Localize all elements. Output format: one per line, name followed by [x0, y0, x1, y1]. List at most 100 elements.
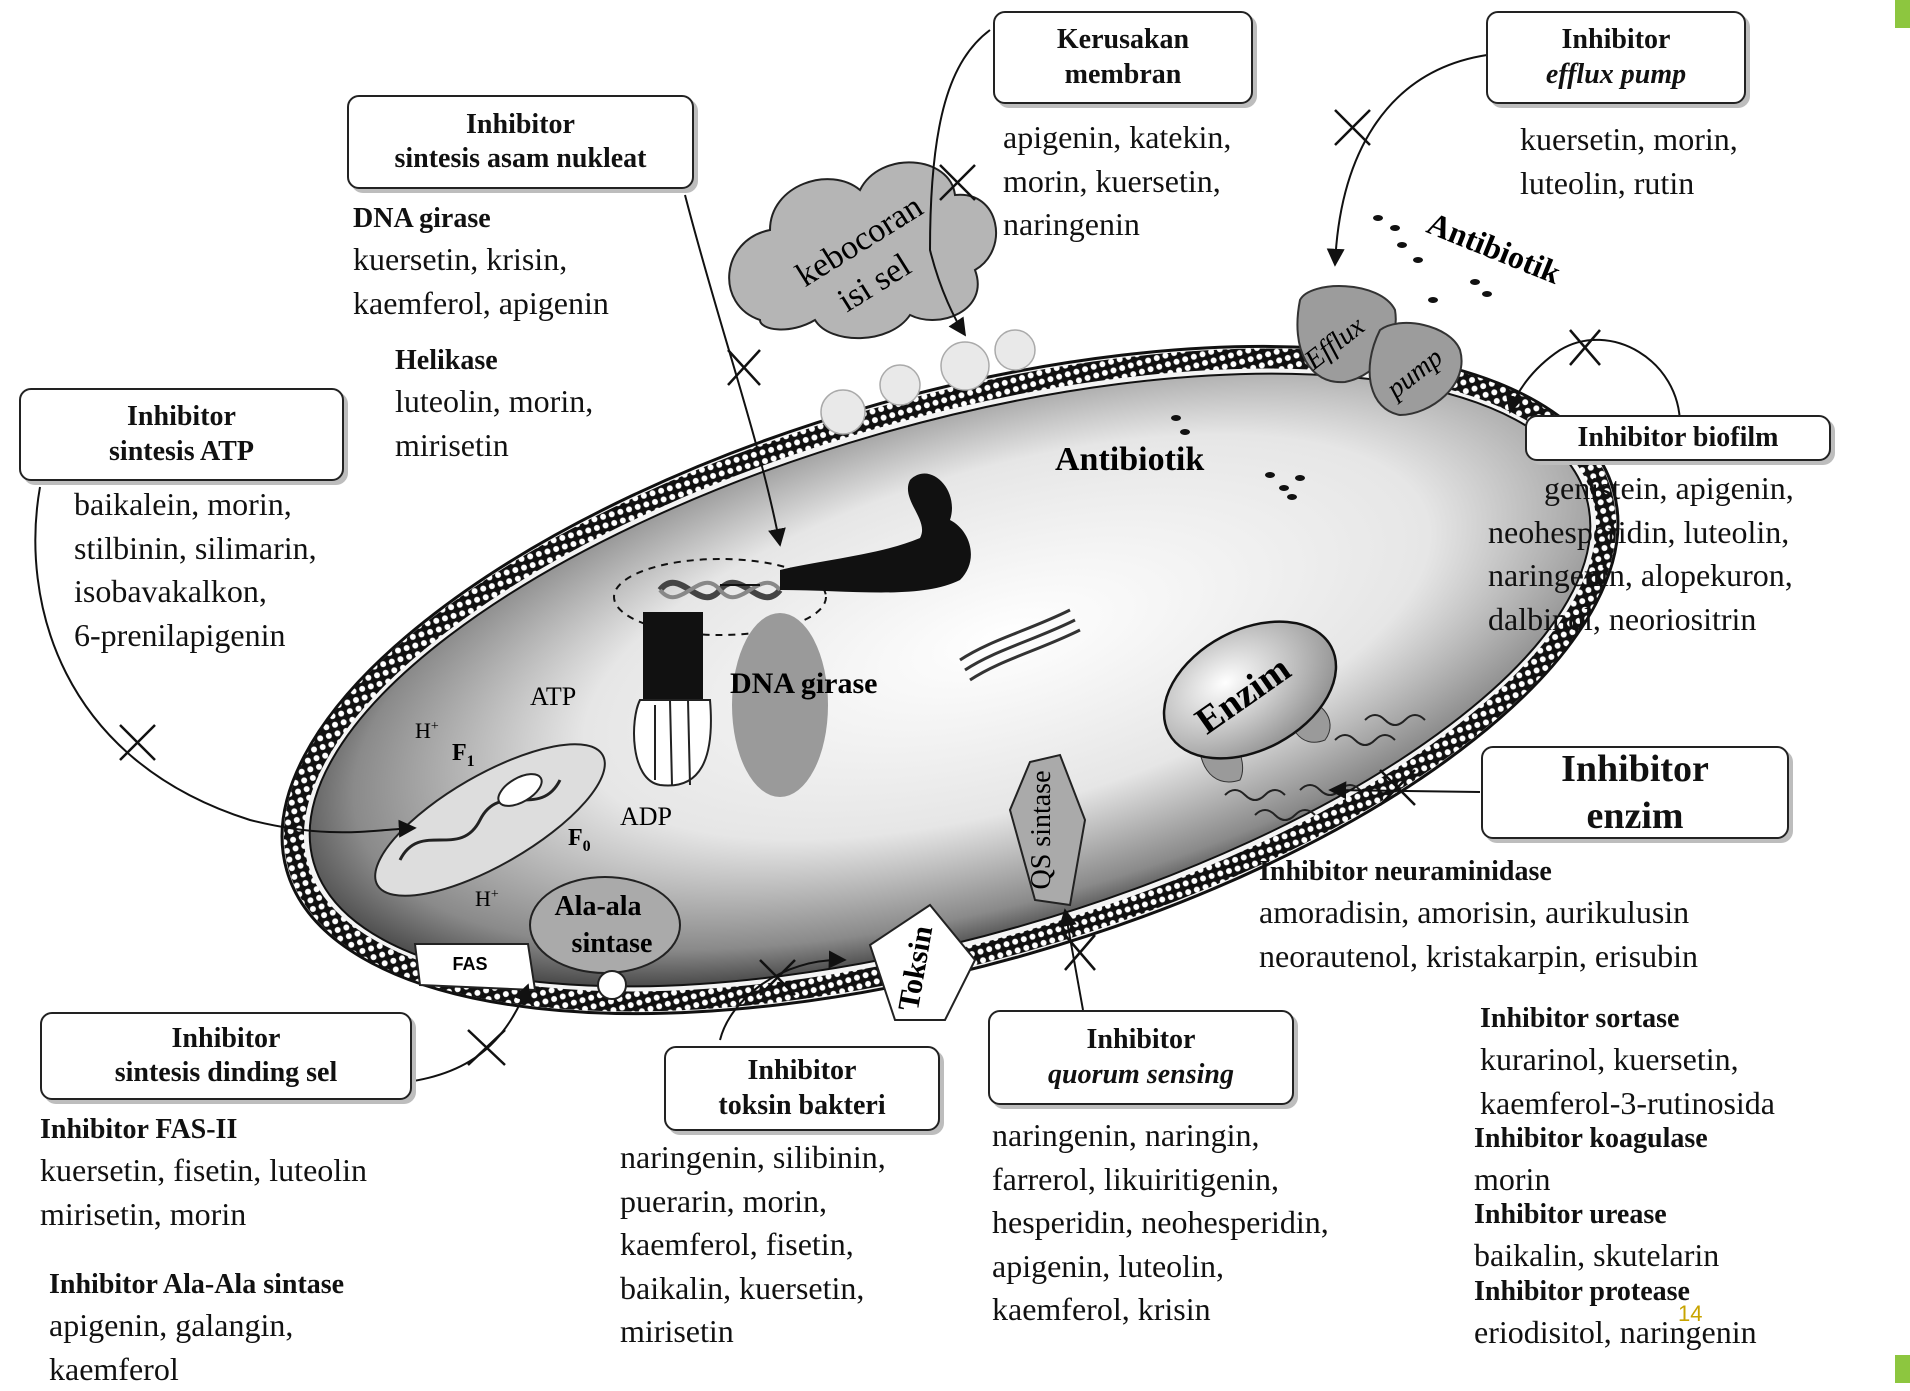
- list-biofilm-line: neohesperidin, luteolin,: [1488, 511, 1794, 555]
- list-membran-line: morin, kuersetin,: [1003, 160, 1231, 204]
- list-urease-line: baikalin, skutelarin: [1474, 1234, 1719, 1278]
- box-membran-line2: membran: [995, 58, 1251, 92]
- box-enzim-line1: Inhibitor: [1483, 746, 1787, 792]
- box-inhibitor-quorum: Inhibitor quorum sensing: [988, 1010, 1294, 1105]
- list-helikase-line: mirisetin: [395, 424, 593, 468]
- list-sortase-line: kaemferol-3-rutinosida: [1480, 1082, 1775, 1126]
- list-biofilm-line: dalbinol, neoriositrin: [1488, 598, 1794, 642]
- ala-ala-label-2: sintase: [572, 928, 653, 959]
- dna-girase-cell-label: DNA girase: [730, 667, 877, 700]
- adp-label: ADP: [620, 802, 672, 831]
- list-atp: baikalein, morin, stilbinin, silimarin, …: [74, 483, 317, 657]
- list-toksin-line: baikalin, kuersetin,: [620, 1267, 886, 1311]
- list-helikase: Helikase luteolin, morin, mirisetin: [395, 342, 593, 467]
- list-quorum-line: kaemferol, krisin: [992, 1288, 1329, 1332]
- qs-sintase-label: QS sintase: [1026, 771, 1057, 890]
- list-quorum: naringenin, naringin, farrerol, likuirit…: [992, 1114, 1329, 1332]
- box-efflux-line1: Inhibitor: [1488, 23, 1744, 57]
- list-dna-girase-line: kuersetin, krisin,: [353, 238, 609, 282]
- list-fas2-line: kuersetin, fisetin, luteolin: [40, 1149, 367, 1193]
- list-toksin-line: mirisetin: [620, 1310, 886, 1354]
- list-fas2-heading: Inhibitor FAS-II: [40, 1111, 367, 1149]
- list-efflux-line: luteolin, rutin: [1520, 162, 1738, 206]
- list-protease: Inhibitor protease eriodisitol, naringen…: [1474, 1273, 1757, 1355]
- list-ala-ala-heading: Inhibitor Ala-Ala sintase: [49, 1266, 344, 1304]
- box-toksin-line1: Inhibitor: [666, 1054, 938, 1088]
- list-koagulase-heading: Inhibitor koagulase: [1474, 1120, 1708, 1158]
- box-atp-line1: Inhibitor: [21, 400, 342, 434]
- list-sortase: Inhibitor sortase kurarinol, kuersetin, …: [1480, 1000, 1775, 1125]
- box-inhibitor-biofilm: Inhibitor biofilm: [1525, 415, 1831, 461]
- list-quorum-line: hesperidin, neohesperidin,: [992, 1201, 1329, 1245]
- box-inhibitor-atp: Inhibitor sintesis ATP: [19, 388, 344, 481]
- list-ala-ala: Inhibitor Ala-Ala sintase apigenin, gala…: [49, 1266, 344, 1391]
- list-protease-line: eriodisitol, naringenin: [1474, 1311, 1757, 1355]
- ala-ala-label-1: Ala-ala: [554, 891, 641, 922]
- list-urease-heading: Inhibitor urease: [1474, 1196, 1719, 1234]
- list-toksin: naringenin, silibinin, puerarin, morin, …: [620, 1136, 886, 1354]
- list-atp-line: stilbinin, silimarin,: [74, 527, 317, 571]
- box-asam-nukleat-line2: sintesis asam nukleat: [349, 142, 692, 176]
- list-sortase-line: kurarinol, kuersetin,: [1480, 1038, 1775, 1082]
- list-toksin-line: puerarin, morin,: [620, 1180, 886, 1224]
- list-neuraminidase: Inhibitor neuraminidase amoradisin, amor…: [1259, 853, 1698, 978]
- list-atp-line: isobavakalkon,: [74, 570, 317, 614]
- list-neuraminidase-line: neorautenol, kristakarpin, erisubin: [1259, 935, 1698, 979]
- list-dna-girase-line: kaemferol, apigenin: [353, 282, 609, 326]
- list-dna-girase-heading: DNA girase: [353, 200, 609, 238]
- leakage-cloud: kebocoran isi sel: [729, 162, 996, 338]
- box-inhibitor-enzim: Inhibitor enzim: [1481, 746, 1789, 839]
- list-helikase-heading: Helikase: [395, 342, 593, 380]
- list-quorum-line: naringenin, naringin,: [992, 1114, 1329, 1158]
- box-dinding-line1: Inhibitor: [42, 1022, 410, 1056]
- list-membran: apigenin, katekin, morin, kuersetin, nar…: [1003, 116, 1231, 247]
- list-toksin-line: naringenin, silibinin,: [620, 1136, 886, 1180]
- list-biofilm-line: naringenin, alopekuron,: [1488, 554, 1794, 598]
- box-membran-line1: Kerusakan: [995, 23, 1251, 57]
- list-fas2-line: mirisetin, morin: [40, 1193, 367, 1237]
- box-quorum-line1: Inhibitor: [990, 1023, 1292, 1057]
- antibiotik-inside-label: Antibiotik: [1055, 441, 1204, 478]
- accent-bar-top: [1895, 0, 1910, 28]
- list-atp-line: 6-prenilapigenin: [74, 614, 317, 658]
- list-membran-line: naringenin: [1003, 203, 1231, 247]
- list-biofilm: genistein, apigenin, neohesperidin, lute…: [1488, 467, 1794, 641]
- list-quorum-line: farrerol, likuiritigenin,: [992, 1158, 1329, 1202]
- list-quorum-line: apigenin, luteolin,: [992, 1245, 1329, 1289]
- box-toksin-line2: toksin bakteri: [666, 1089, 938, 1123]
- antibiotik-outside-label: Antibiotik: [1422, 205, 1566, 291]
- box-inhibitor-dinding-sel: Inhibitor sintesis dinding sel: [40, 1012, 412, 1100]
- accent-bar-bottom: [1895, 1355, 1910, 1383]
- list-helikase-line: luteolin, morin,: [395, 380, 593, 424]
- box-inhibitor-asam-nukleat: Inhibitor sintesis asam nukleat: [347, 95, 694, 189]
- list-ala-ala-line: kaemferol: [49, 1348, 344, 1391]
- list-protease-heading: Inhibitor protease: [1474, 1273, 1757, 1311]
- list-toksin-line: kaemferol, fisetin,: [620, 1223, 886, 1267]
- list-membran-line: apigenin, katekin,: [1003, 116, 1231, 160]
- list-sortase-heading: Inhibitor sortase: [1480, 1000, 1775, 1038]
- list-urease: Inhibitor urease baikalin, skutelarin: [1474, 1196, 1719, 1278]
- box-atp-line2: sintesis ATP: [21, 435, 342, 469]
- box-inhibitor-efflux: Inhibitor efflux pump: [1486, 11, 1746, 104]
- box-efflux-line2: efflux pump: [1488, 58, 1744, 92]
- box-biofilm-line1: Inhibitor biofilm: [1527, 421, 1829, 455]
- box-asam-nukleat-line1: Inhibitor: [349, 108, 692, 142]
- fas-complex: FAS: [415, 944, 535, 990]
- list-efflux: kuersetin, morin, luteolin, rutin: [1520, 118, 1738, 205]
- list-koagulase: Inhibitor koagulase morin: [1474, 1120, 1708, 1202]
- atp-label: ATP: [530, 682, 576, 711]
- box-enzim-line2: enzim: [1483, 793, 1787, 839]
- box-dinding-line2: sintesis dinding sel: [42, 1056, 410, 1090]
- list-dna-girase: DNA girase kuersetin, krisin, kaemferol,…: [353, 200, 609, 325]
- box-kerusakan-membran: Kerusakan membran: [993, 11, 1253, 104]
- box-inhibitor-toksin: Inhibitor toksin bakteri: [664, 1046, 940, 1131]
- page-number: 14: [1678, 1301, 1702, 1327]
- list-atp-line: baikalein, morin,: [74, 483, 317, 527]
- box-quorum-line2: quorum sensing: [990, 1058, 1292, 1092]
- list-neuraminidase-line: amoradisin, amorisin, aurikulusin: [1259, 891, 1698, 935]
- list-ala-ala-line: apigenin, galangin,: [49, 1304, 344, 1348]
- fas-label: FAS: [452, 954, 487, 974]
- list-neuraminidase-heading: Inhibitor neuraminidase: [1259, 853, 1698, 891]
- list-fas2: Inhibitor FAS-II kuersetin, fisetin, lut…: [40, 1111, 367, 1236]
- list-efflux-line: kuersetin, morin,: [1520, 118, 1738, 162]
